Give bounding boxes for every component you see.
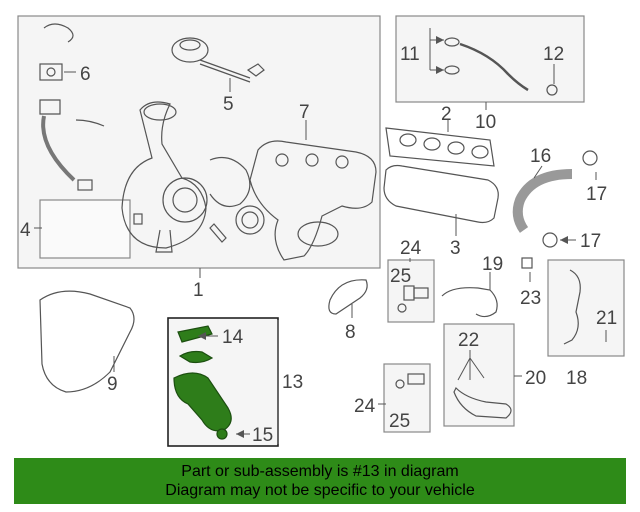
callout-25-upper: 25	[390, 266, 411, 287]
callout-15: 15	[252, 425, 273, 446]
callout-17-lower: 17	[580, 231, 601, 252]
pipe-20-part	[453, 386, 512, 419]
vacuum-actuator-part	[171, 37, 265, 83]
callout-24-lower: 24	[354, 396, 376, 417]
callout-5: 5	[223, 94, 234, 115]
callout-6: 6	[80, 64, 91, 85]
hose-clamp-upper-part	[582, 150, 598, 166]
callout-25-lower: 25	[389, 411, 410, 432]
callout-13: 13	[282, 372, 303, 393]
arrow-11-upper	[436, 36, 444, 44]
callout-1: 1	[193, 280, 204, 301]
vent-hose-part	[39, 23, 105, 191]
sensor-box-4	[39, 199, 131, 259]
heat-shield-part	[383, 164, 499, 224]
callout-11: 11	[400, 44, 420, 65]
fitting-25-upper-part	[397, 285, 429, 313]
arrow-11-lower	[436, 66, 444, 74]
clip-23-part	[521, 257, 533, 269]
banner-line-1: Part or sub-assembly is #13 in diagram	[181, 463, 459, 480]
fitting-box-25-lower	[383, 363, 431, 433]
fitting-box-25-upper	[387, 259, 435, 323]
catalytic-converter-highlight	[173, 325, 232, 440]
exhaust-manifold-part	[249, 140, 377, 261]
callout-12: 12	[543, 44, 564, 65]
callout-14: 14	[222, 327, 244, 348]
callout-2: 2	[441, 104, 452, 125]
callout-24-upper: 24	[400, 238, 422, 259]
coolant-hose-part	[512, 169, 573, 233]
callout-18: 18	[566, 368, 587, 389]
callout-16: 16	[530, 146, 551, 167]
hose-clamp-lower-part	[542, 232, 558, 248]
callout-10: 10	[475, 112, 496, 133]
callout-22: 22	[458, 330, 479, 351]
callout-17-upper: 17	[586, 184, 607, 205]
callout-8: 8	[345, 322, 356, 343]
callout-20: 20	[525, 368, 546, 389]
bracket-part	[328, 279, 368, 315]
callout-19: 19	[482, 254, 503, 275]
callout-21: 21	[596, 308, 617, 329]
arrow-17-lower	[560, 236, 568, 244]
callout-7: 7	[299, 102, 310, 123]
callout-3: 3	[450, 238, 461, 259]
lower-heat-shield-part	[39, 290, 135, 393]
turbocharger-part	[121, 101, 265, 253]
arrow-14	[198, 332, 206, 340]
coolant-pipe-19-part	[441, 287, 498, 318]
arrow-15	[236, 430, 244, 438]
callout-23: 23	[520, 288, 541, 309]
pipe-18-part	[563, 269, 581, 345]
manifold-gasket-part	[385, 127, 495, 167]
callout-4: 4	[20, 220, 31, 241]
banner-line-2: Diagram may not be specific to your vehi…	[165, 482, 475, 499]
pipe-box-18	[547, 259, 625, 357]
callout-9: 9	[107, 374, 118, 395]
fitting-25-lower-part	[395, 373, 425, 389]
info-banner: Part or sub-assembly is #13 in diagram D…	[14, 458, 626, 504]
pipe-box-20	[443, 323, 515, 427]
vent-hose-assembly-part	[444, 37, 558, 96]
